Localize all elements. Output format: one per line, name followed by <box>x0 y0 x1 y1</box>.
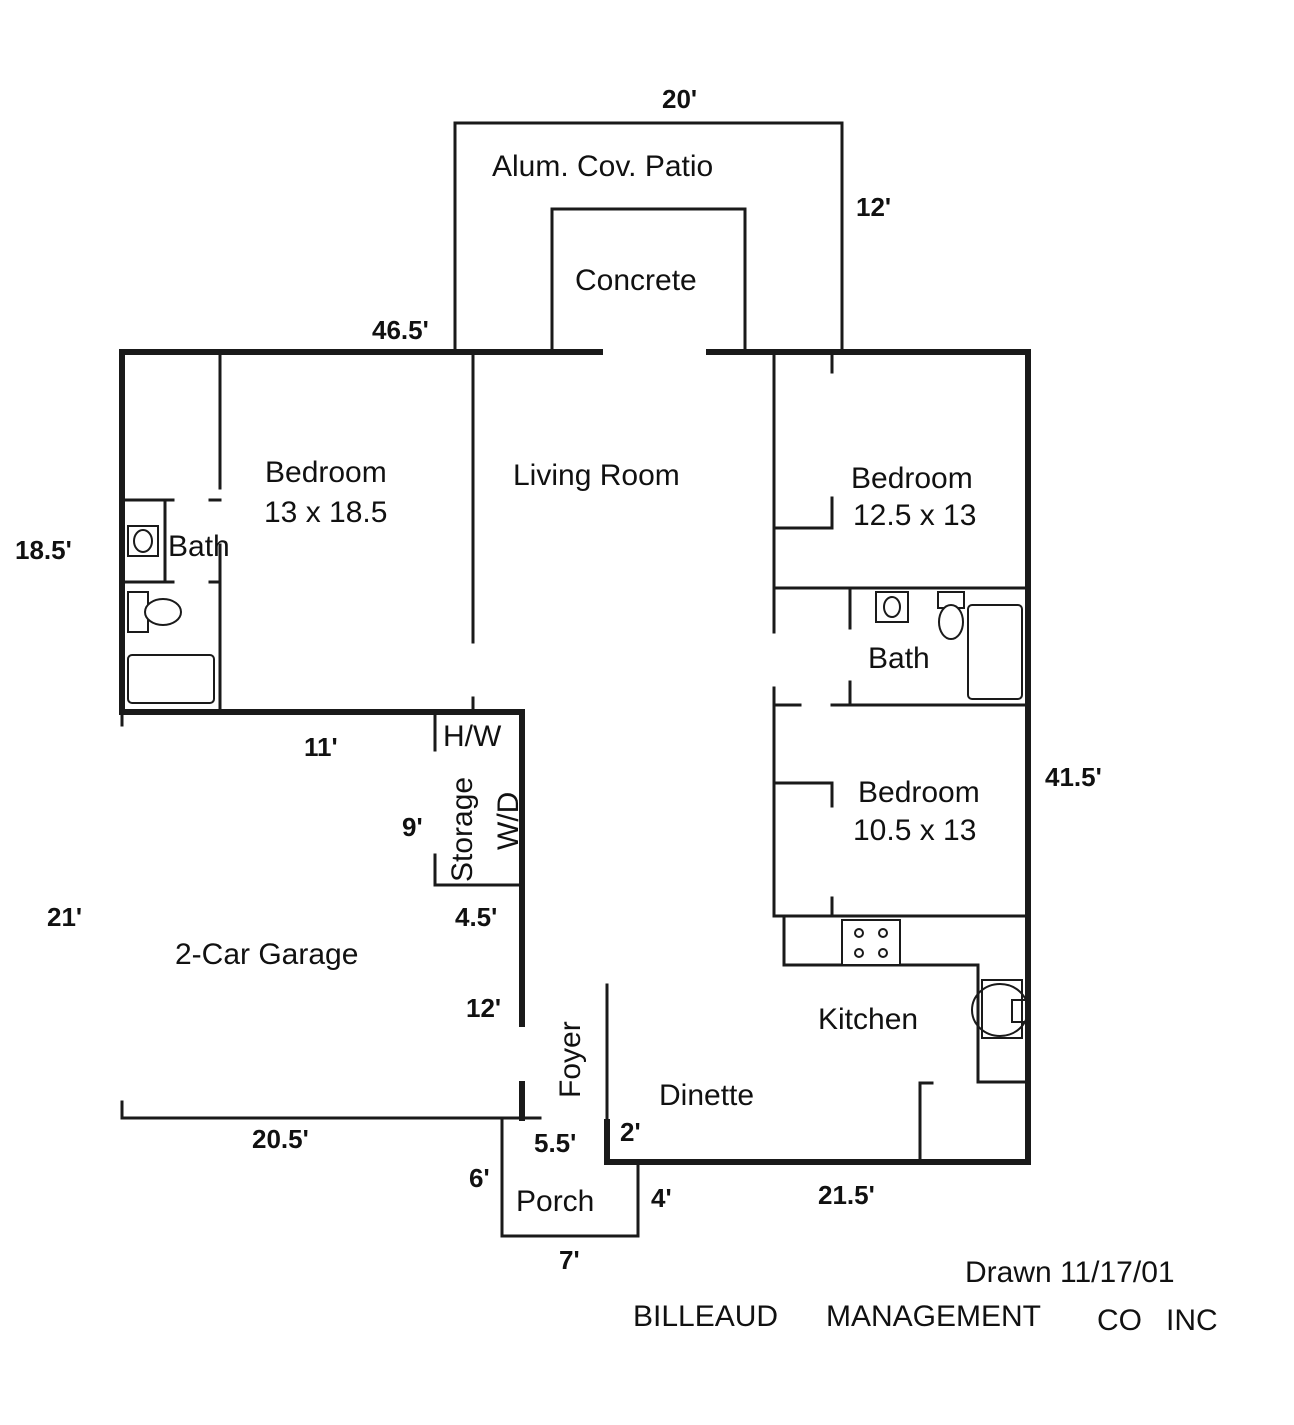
storage-label: Storage <box>446 777 479 882</box>
company-word-1: BILLEAUD <box>633 1300 778 1333</box>
dim-dinette-offset: 2' <box>620 1117 641 1147</box>
porch-label: Porch <box>516 1185 594 1218</box>
right-bottom-bedroom-size: 10.5 x 13 <box>853 814 976 847</box>
concrete-slab-outline <box>550 207 747 354</box>
concrete-label: Concrete <box>575 264 697 297</box>
living-room-label: Living Room <box>513 459 680 492</box>
dim-porch-width: 7' <box>559 1245 580 1275</box>
left-bath-tub-icon <box>127 654 215 704</box>
right-bath-toilet-icon <box>937 591 965 640</box>
dim-porch-opening: 5.5' <box>534 1128 576 1158</box>
stove-icon <box>841 919 901 966</box>
foyer-label: Foyer <box>554 1021 587 1098</box>
dim-storage-depth: 9' <box>402 812 423 842</box>
porch-outline <box>500 1116 640 1238</box>
left-bedroom-label: Bedroom <box>265 456 387 489</box>
kitchen-sink-icon <box>971 979 1029 1039</box>
dim-garage-wall: 12' <box>466 993 501 1023</box>
dim-right-wall: 41.5' <box>1045 762 1102 792</box>
dinette-label: Dinette <box>659 1079 754 1112</box>
left-bath-sink-icon <box>127 525 159 557</box>
dim-patio-depth: 12' <box>856 192 891 222</box>
garage-label: 2-Car Garage <box>175 938 358 971</box>
right-bath-tub-icon <box>967 604 1023 700</box>
right-top-bedroom-size: 12.5 x 13 <box>853 499 976 532</box>
dim-patio-width: 20' <box>662 84 697 114</box>
dim-porch-depth: 6' <box>469 1163 490 1193</box>
right-top-bedroom-label: Bedroom <box>851 462 973 495</box>
dim-garage-width: 20.5' <box>252 1124 309 1154</box>
company-word-3: CO <box>1097 1304 1142 1337</box>
dim-foyer-offset: 4.5' <box>455 902 497 932</box>
drawn-date: Drawn 11/17/01 <box>965 1256 1175 1289</box>
patio-label: Alum. Cov. Patio <box>492 150 713 183</box>
left-bedroom-size: 13 x 18.5 <box>264 496 387 529</box>
dim-left-bedroom-depth: 18.5' <box>15 535 72 565</box>
dim-garage-depth: 21' <box>47 902 82 932</box>
dim-garage-top: 11' <box>304 732 338 762</box>
hw-label: H/W <box>443 720 502 753</box>
kitchen-label: Kitchen <box>818 1003 918 1036</box>
dim-top-wall: 46.5' <box>372 315 429 345</box>
garage-walls <box>120 710 542 1120</box>
right-bath-sink-icon <box>875 591 909 623</box>
dim-bottom-right: 21.5' <box>818 1180 875 1210</box>
left-bath-toilet-icon <box>127 591 182 633</box>
company-word-4: INC <box>1166 1304 1218 1337</box>
company-word-2: MANAGEMENT <box>826 1300 1041 1333</box>
wd-label: W/D <box>492 792 525 850</box>
right-bath-label: Bath <box>868 642 930 675</box>
left-bath-label: Bath <box>168 530 230 563</box>
right-bottom-bedroom-label: Bedroom <box>858 776 980 809</box>
dim-porch-side: 4' <box>651 1183 672 1213</box>
patio-outline <box>453 121 844 354</box>
interior-walls <box>120 350 1030 1164</box>
